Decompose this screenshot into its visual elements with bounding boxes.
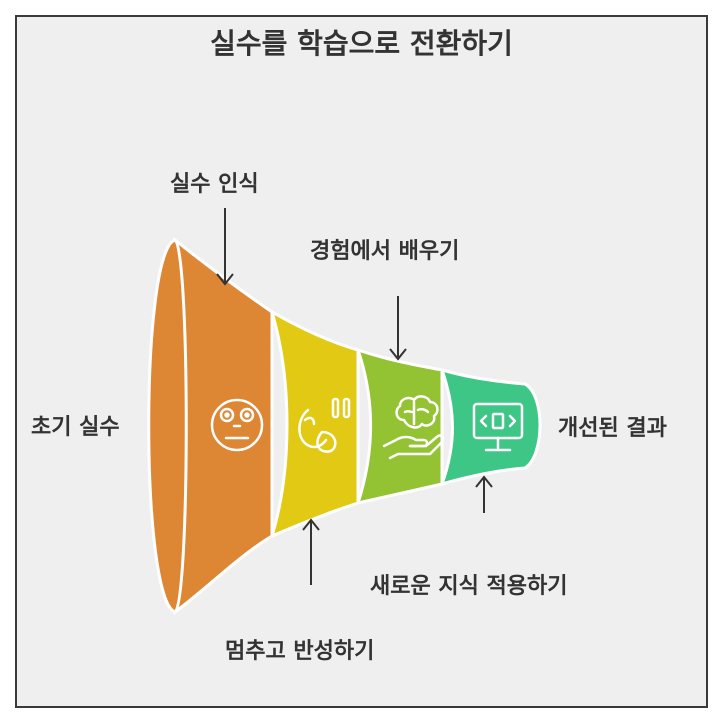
- stage-learn: [355, 347, 444, 506]
- confused-face-icon: [210, 398, 264, 452]
- label-recognize-mistake: 실수 인식: [170, 172, 259, 197]
- arrow-apply: [475, 475, 493, 513]
- arrow-recognize: [216, 208, 234, 286]
- stage-initial-mistake: [173, 236, 274, 615]
- label-learn-from-experience: 경험에서 배우기: [310, 239, 460, 264]
- code-monitor-icon: [472, 402, 524, 452]
- label-improved-result: 개선된 결과: [558, 416, 667, 441]
- pause-reflect-icon: [298, 397, 351, 453]
- brain-hand-icon: [382, 395, 445, 460]
- arrow-learn: [389, 296, 407, 361]
- label-apply-new-knowledge: 새로운 지식 적용하기: [370, 574, 568, 599]
- stage-apply: [439, 367, 542, 487]
- label-pause-and-reflect: 멈추고 반성하기: [225, 639, 375, 664]
- arrow-reflect: [302, 518, 320, 585]
- funnel-mouth: [147, 238, 188, 614]
- diagram-title: 실수를 학습으로 전환하기: [210, 27, 513, 60]
- label-initial-mistake: 초기 실수: [31, 415, 120, 440]
